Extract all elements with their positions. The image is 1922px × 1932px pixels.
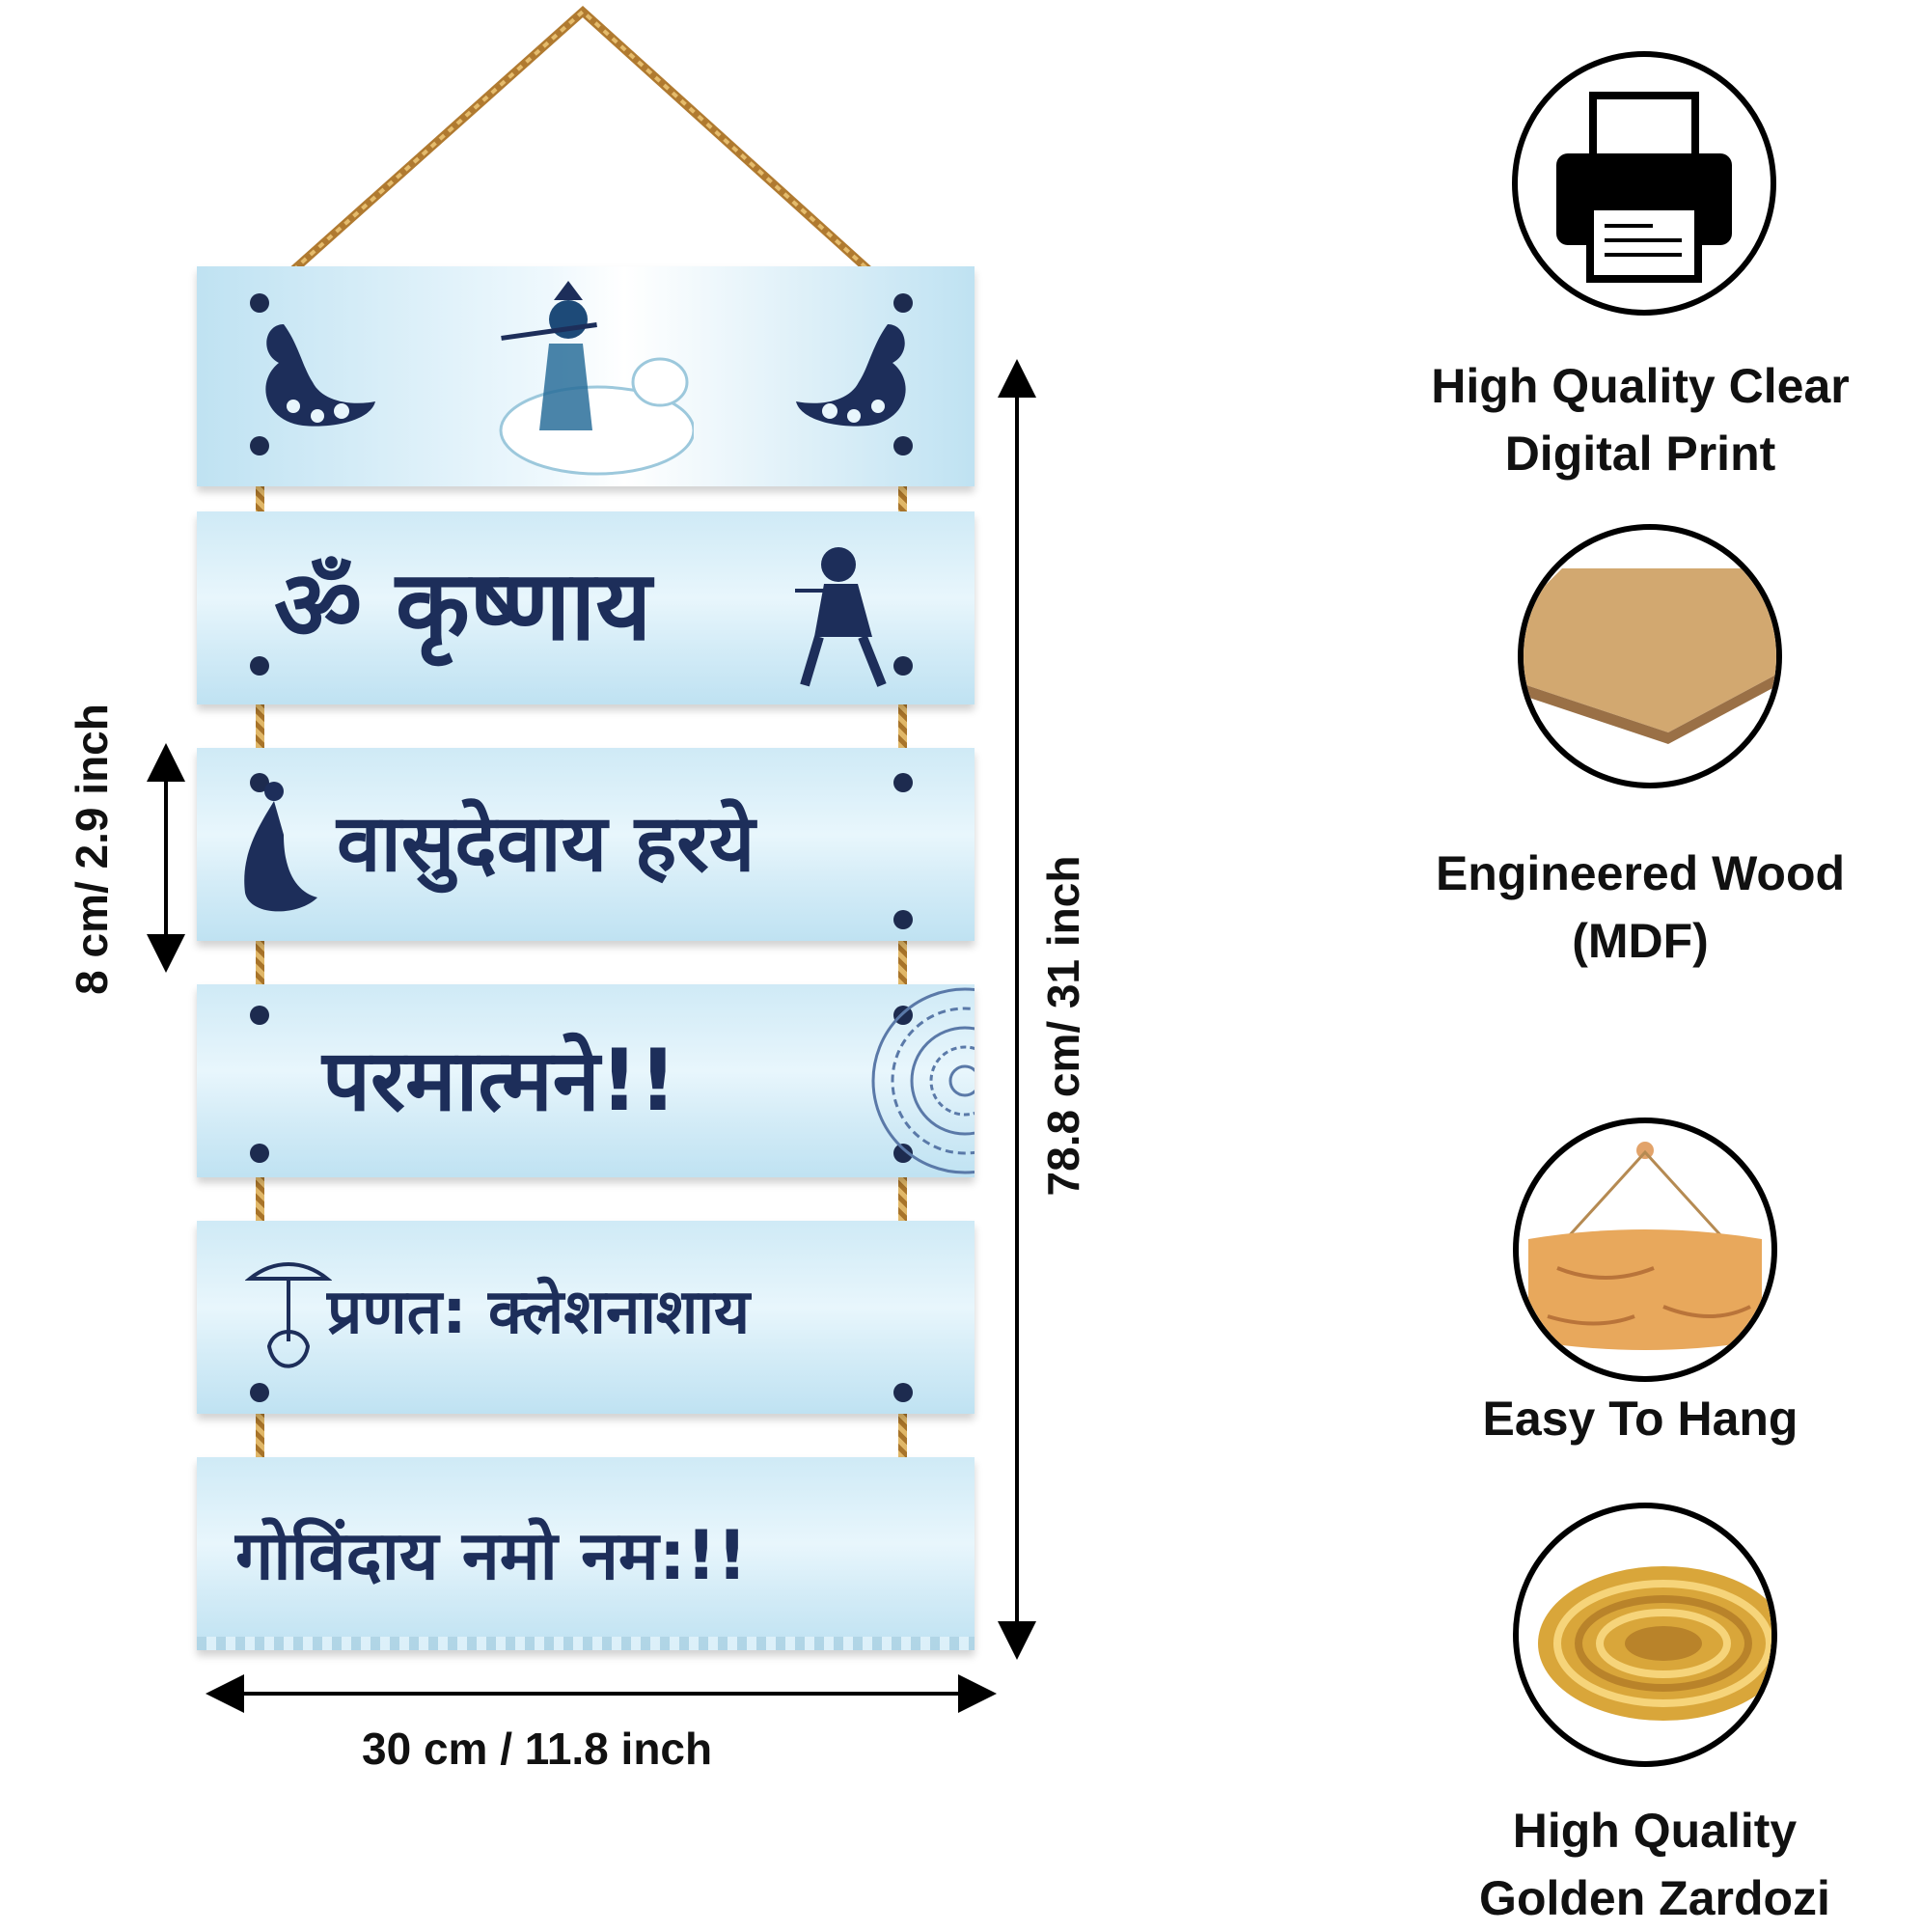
zardozi-circle — [1513, 1503, 1777, 1767]
board-height-label: 8 cm/ 2.9 inch — [67, 704, 117, 995]
krishna-with-cow-image — [499, 281, 694, 476]
mdf-circle — [1518, 524, 1782, 788]
rope-right-5 — [898, 1385, 907, 1491]
feature-mdf-line1: Engineered Wood — [1435, 846, 1846, 900]
board-text-3: परमात्मने!! — [322, 1031, 677, 1130]
hang-circle — [1513, 1118, 1777, 1382]
board-line-4: प्रणत: क्लेशनाशाय — [197, 1221, 975, 1414]
feature-label-mdf: Engineered Wood (MDF) — [1370, 840, 1910, 975]
child-krishna-icon — [795, 547, 887, 687]
board-krishna-image — [197, 266, 975, 486]
peacock-icon — [244, 782, 317, 912]
rope-right-1 — [898, 444, 907, 550]
hanging-board-icon — [1528, 1142, 1762, 1350]
rope-right-3 — [898, 912, 907, 1018]
board-text-2: वासुदेवाय हरये — [337, 798, 755, 890]
hanging-rope — [256, 5, 907, 305]
feature-label-hang: Easy To Hang — [1370, 1385, 1910, 1452]
board-line-2: वासुदेवाय हरये — [197, 748, 975, 941]
feature-print-line2: Digital Print — [1504, 427, 1776, 481]
peacock-right-icon — [796, 324, 906, 427]
feature-mdf-line2: (MDF) — [1572, 914, 1709, 968]
total-height-label: 78.8 cm/ 31 inch — [1038, 855, 1088, 1197]
feature-print-line1: High Quality Clear — [1431, 359, 1850, 413]
board-bottom-pattern — [197, 1637, 975, 1650]
printer-circle — [1512, 51, 1776, 316]
rope-right-4 — [898, 1148, 907, 1255]
peacock-left-icon — [265, 324, 375, 427]
board-text-1: ॐ कृष्णाय — [274, 549, 652, 662]
feature-label-print: High Quality Clear Digital Print — [1370, 352, 1910, 487]
govardhan-hand-icon — [245, 1262, 332, 1368]
board-text-5: गोविंदाय नमो नम:!! — [235, 1516, 748, 1595]
feature-zardozi-line1: High Quality — [1512, 1804, 1798, 1858]
rope-left-5 — [256, 1385, 264, 1491]
golden-thread-icon — [1538, 1566, 1771, 1721]
dimension-arrows — [147, 359, 1036, 1713]
board-text-4: प्रणत: क्लेशनाशाय — [327, 1277, 751, 1348]
board-line-1: ॐ कृष्णाय — [197, 511, 975, 704]
rope-left-4 — [256, 1148, 264, 1255]
feature-hang-line1: Easy To Hang — [1482, 1392, 1798, 1446]
rope-left-3 — [256, 912, 264, 1018]
printer-icon — [1556, 92, 1732, 283]
width-label: 30 cm / 11.8 inch — [362, 1724, 713, 1774]
feature-label-zardozi: High Quality Golden Zardozi — [1385, 1797, 1922, 1932]
rope-left-1 — [256, 444, 264, 550]
board-line-5: गोविंदाय नमो नम:!! — [197, 1457, 975, 1650]
board-line-3: परमात्मने!! — [197, 984, 975, 1177]
mdf-board-icon — [1524, 568, 1776, 744]
rope-left-2 — [256, 676, 264, 782]
mandala-icon — [871, 987, 975, 1174]
feature-zardozi-line2: Golden Zardozi — [1479, 1871, 1830, 1925]
rope-right-2 — [898, 676, 907, 782]
